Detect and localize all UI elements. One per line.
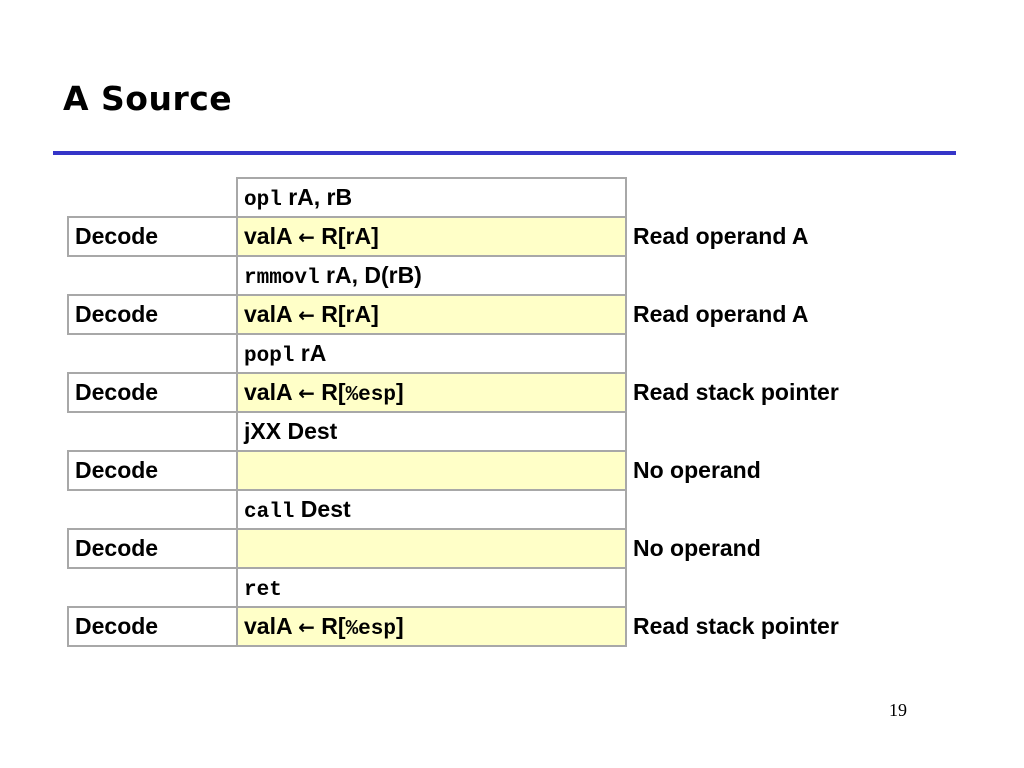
action-source: R[rA] [314, 223, 379, 249]
decode-row-rmmovl: Decode valA ← R[rA] Read operand A [67, 294, 845, 335]
instruction-row-jxx: jXX Dest [68, 411, 845, 452]
action-register: %esp [345, 617, 396, 641]
action-source: R[ [314, 612, 346, 639]
action-dest: valA [244, 223, 299, 249]
decode-action-cell: valA ← R[%esp] [236, 606, 627, 647]
instruction-cell: opl rA, rB [236, 177, 627, 218]
action-close: ] [395, 378, 404, 405]
instruction-row-rmmovl: rmmovl rA, D(rB) [68, 255, 845, 296]
title-divider [53, 151, 956, 155]
stage-comment: Read operand A [633, 301, 809, 327]
empty-stage-cell [68, 256, 237, 295]
empty-comment-cell [626, 412, 845, 451]
instruction-row-ret: ret [68, 567, 845, 608]
empty-stage-cell [68, 334, 237, 373]
action-dest: valA [244, 612, 299, 639]
empty-comment-cell [626, 490, 845, 529]
instruction-mnemonic: popl [244, 344, 295, 368]
instruction-cell: ret [236, 567, 627, 608]
page-number: 19 [889, 700, 907, 720]
instruction-operands: rA, rB [281, 183, 353, 210]
decode-action-cell: valA ← R[%esp] [236, 372, 627, 413]
decode-row-ret: Decode valA ← R[%esp] Read stack pointer [67, 606, 845, 647]
left-arrow-icon: ← [298, 614, 315, 639]
decode-row-popl: Decode valA ← R[%esp] Read stack pointer [67, 372, 845, 413]
decode-row-call: Decode No operand [67, 528, 845, 569]
left-arrow-icon: ← [298, 225, 315, 249]
instruction-operands: jXX Dest [244, 418, 338, 444]
stage-label: Decode [67, 372, 238, 413]
empty-stage-cell [68, 568, 237, 607]
decode-action-cell [236, 450, 627, 491]
decode-row-jxx: Decode No operand [67, 450, 845, 491]
empty-comment-cell [626, 334, 845, 373]
stage-label: Decode [67, 216, 238, 257]
decode-row-opl: Decode valA ← R[rA] Read operand A [67, 216, 845, 257]
instruction-operands: Dest [294, 495, 351, 522]
instruction-row-call: call Dest [68, 489, 845, 530]
empty-comment-cell [626, 178, 845, 217]
action-source: R[ [314, 378, 346, 405]
empty-stage-cell [68, 490, 237, 529]
stage-comment: Read operand A [633, 223, 809, 249]
instruction-mnemonic: rmmovl [244, 266, 320, 290]
stage-label: Decode [67, 606, 238, 647]
stage-comment: No operand [633, 457, 761, 483]
instruction-mnemonic: ret [244, 578, 282, 602]
empty-comment-cell [626, 568, 845, 607]
action-source: R[rA] [314, 301, 379, 327]
instruction-row-popl: popl rA [68, 333, 845, 374]
instruction-mnemonic: opl [244, 188, 282, 212]
decode-action-cell [236, 528, 627, 569]
action-close: ] [395, 612, 404, 639]
stage-label: Decode [67, 294, 238, 335]
slide-title: A Source [63, 79, 233, 118]
action-dest: valA [244, 301, 299, 327]
action-register: %esp [345, 383, 396, 407]
instruction-mnemonic: call [244, 500, 295, 524]
left-arrow-icon: ← [298, 380, 315, 405]
decode-action-cell: valA ← R[rA] [236, 216, 627, 257]
stage-comment: Read stack pointer [633, 613, 839, 639]
instruction-operands: rA, D(rB) [319, 261, 422, 288]
decode-stage-table: opl rA, rB Decode valA ← R[rA] Read oper… [67, 177, 846, 647]
instruction-row-opl: opl rA, rB [68, 177, 845, 218]
stage-comment: No operand [633, 535, 761, 561]
empty-stage-cell [68, 412, 237, 451]
stage-comment: Read stack pointer [633, 379, 839, 405]
left-arrow-icon: ← [298, 303, 315, 327]
instruction-cell: rmmovl rA, D(rB) [236, 255, 627, 296]
instruction-cell: jXX Dest [236, 411, 627, 452]
instruction-operands: rA [294, 339, 327, 366]
decode-action-cell: valA ← R[rA] [236, 294, 627, 335]
stage-label: Decode [67, 450, 238, 491]
stage-label: Decode [67, 528, 238, 569]
action-dest: valA [244, 378, 299, 405]
empty-stage-cell [68, 178, 237, 217]
empty-comment-cell [626, 256, 845, 295]
instruction-cell: popl rA [236, 333, 627, 374]
instruction-cell: call Dest [236, 489, 627, 530]
